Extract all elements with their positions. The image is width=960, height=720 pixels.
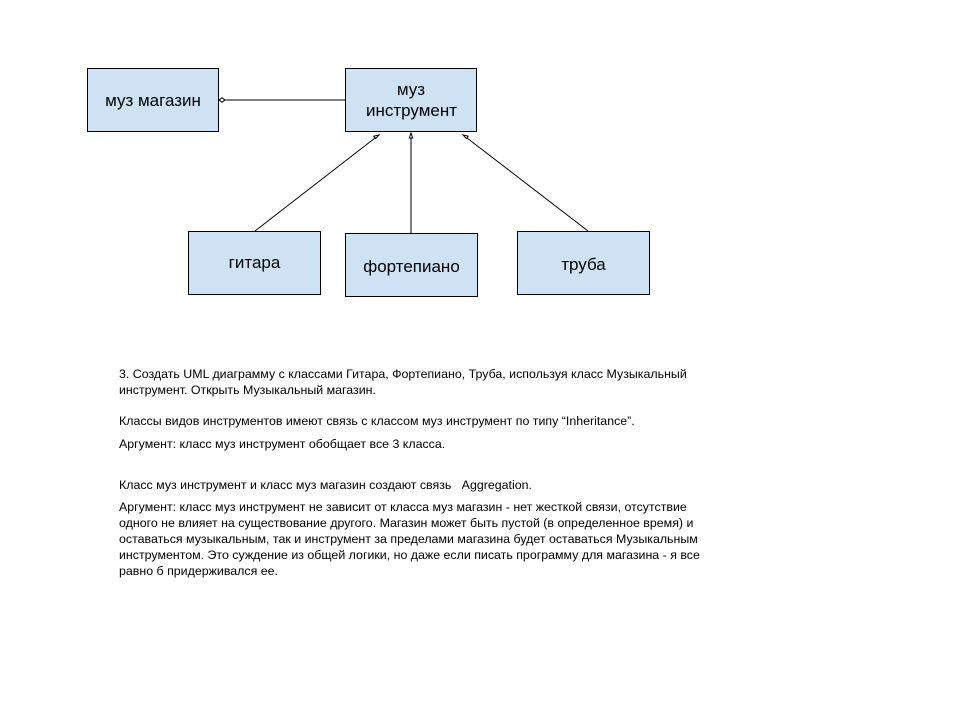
class-box-music-instrument: муз инструмент: [345, 68, 477, 132]
task-paragraph: 3. Создать UML диаграмму с классами Гита…: [119, 367, 691, 397]
inheritance-line-trumpet: [466, 137, 589, 232]
aggregation-paragraph: Класс муз инструмент и класс муз магазин…: [119, 478, 532, 492]
class-label-music-shop: муз магазин: [105, 90, 201, 110]
class-label-music-instrument: муз инструмент: [366, 80, 458, 120]
inheritance-arrow-piano: [408, 131, 414, 139]
argument-inheritance-paragraph: Аргумент: класс муз инструмент обобщает …: [119, 437, 446, 451]
inheritance-arrow-trumpet: [461, 134, 470, 140]
class-label-trumpet: труба: [561, 254, 606, 274]
class-box-guitar: гитара: [188, 231, 321, 295]
explanation-text: 3. Создать UML диаграмму с классами Гита…: [119, 366, 719, 579]
inheritance-line-guitar: [254, 137, 376, 232]
aggregation-diamond: [218, 97, 226, 103]
inheritance-paragraph: Классы видов инструментов имеют связь с …: [119, 414, 635, 428]
class-box-music-shop: муз магазин: [87, 68, 219, 132]
class-box-piano: фортепиано: [345, 233, 478, 297]
class-label-piano: фортепиано: [363, 256, 460, 276]
inheritance-arrow-guitar: [372, 134, 381, 140]
class-box-trumpet: труба: [517, 231, 650, 295]
class-label-guitar: гитара: [228, 252, 281, 272]
argument-aggregation-paragraph: Аргумент: класс муз инструмент не зависи…: [119, 500, 704, 578]
